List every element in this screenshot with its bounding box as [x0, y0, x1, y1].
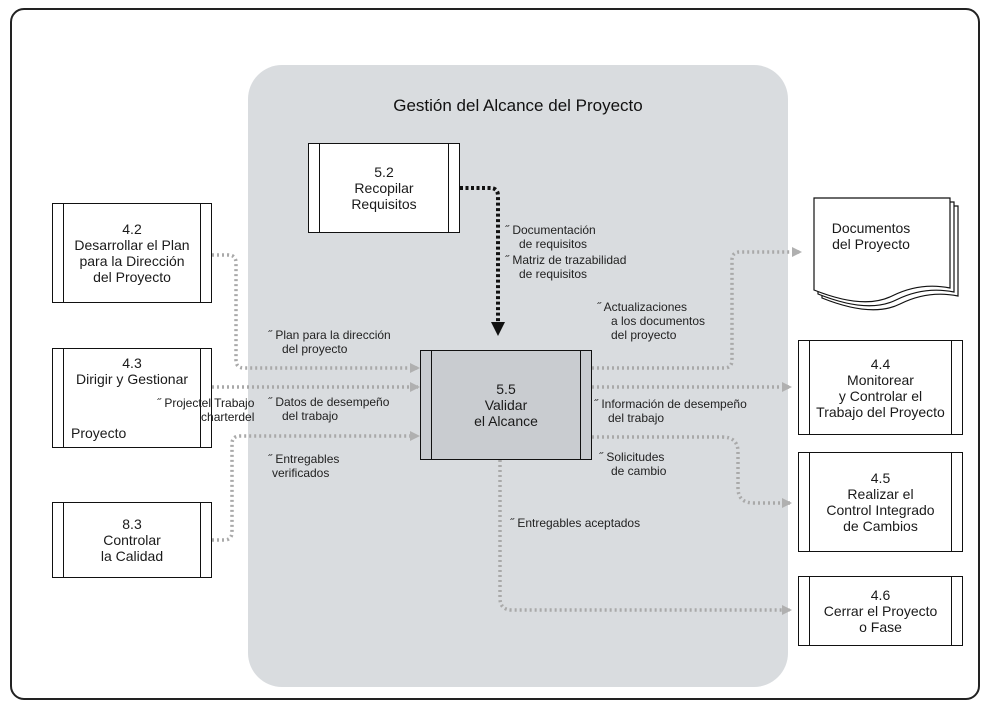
flow-label-work-performance-data: ˝ Datos de desempeño del trabajo: [268, 395, 390, 423]
flow-label-verified-deliverables: ˝ Entregables verificados: [268, 452, 340, 480]
process-number: 4.2: [122, 221, 142, 237]
project-documents-label: Documentos del Proyecto: [831, 220, 911, 252]
flow-label-document-updates: ˝ Actualizaciones a los documentos del p…: [597, 300, 706, 342]
process-number: 8.3: [122, 516, 142, 532]
flow-label-accepted-deliverables: ˝ Entregables aceptados: [510, 516, 641, 530]
flow-label-change-requests: ˝ Solicitudes de cambio: [599, 450, 667, 478]
process-number: 4.5: [870, 470, 891, 486]
process-number: 4.3: [122, 355, 142, 371]
flow-plan: [212, 253, 420, 373]
flow-label-work-performance-info: ˝ Información de desempeño del trabajo: [594, 397, 747, 425]
process-number: 4.4: [870, 355, 891, 372]
process-number: 4.6: [870, 587, 891, 603]
flow-change-req: [592, 435, 792, 508]
project-documents-icon: [813, 197, 959, 311]
process-5-5-validate-scope: 5.5 Validar el Alcance: [420, 350, 592, 460]
process-number: 5.5: [496, 381, 516, 397]
flow-label-pm-plan: ˝ Plan para la dirección del proyecto: [268, 328, 391, 356]
flow-requirements: [460, 186, 505, 336]
process-8-3: 8.3 Controlar la Calidad: [52, 502, 212, 578]
process-4-5: 4.5 Realizar el Control Integrado de Cam…: [798, 452, 963, 552]
flow-label-requirements-doc: ˝ Documentación de requisitos: [505, 223, 596, 251]
flow-label-traceability-matrix: ˝ Matriz de trazabilidad de requisitos: [505, 253, 627, 281]
process-4-4: 4.4 Monitorear y Controlar el Trabajo de…: [798, 340, 963, 435]
process-4-6: 4.6 Cerrar el Proyecto o Fase: [798, 576, 963, 646]
diagram-frame: [10, 8, 980, 700]
overlap-annotation: ˝ Projectel Trabajo charterdel: [157, 396, 255, 424]
process-4-3: 4.3 Dirigir y Gestionar Proyecto: [52, 348, 212, 448]
region-title: Gestión del Alcance del Proyecto: [393, 96, 643, 115]
process-4-2: 4.2 Desarrollar el Plan para la Direcció…: [52, 203, 212, 303]
process-5-2: 5.2 Recopilar Requisitos: [308, 143, 460, 233]
process-number: 5.2: [374, 164, 394, 180]
flow-accepted: [498, 460, 792, 615]
